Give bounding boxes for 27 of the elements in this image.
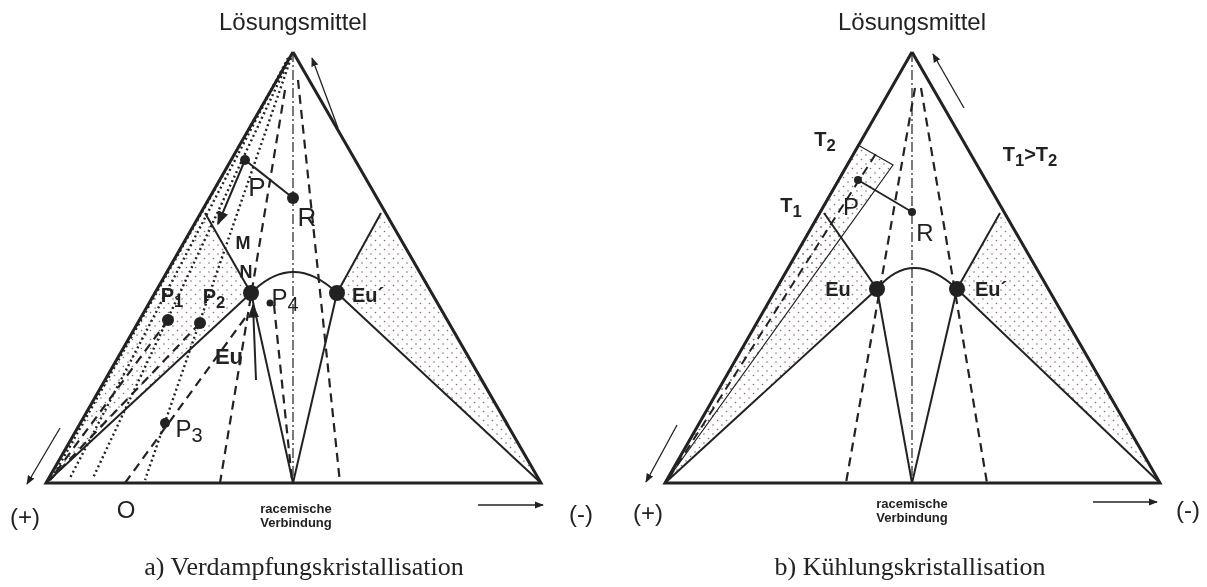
point-label: R xyxy=(297,204,317,232)
temperature-label: T$_{2}$ xyxy=(814,129,836,155)
point-label: R xyxy=(916,220,934,246)
point-label: P$_{1}$ xyxy=(160,285,184,311)
temperature-label: T$_{1}$ xyxy=(780,195,802,221)
point-label: P$_{2}$ xyxy=(202,286,226,312)
figure-caption: a) Verdampfungskristallisation xyxy=(144,553,464,581)
point-label: M xyxy=(235,233,251,253)
axis-label: racemische Verbindung xyxy=(259,502,333,530)
point-label: P$_{3}$ xyxy=(175,415,203,447)
axis-label: Lösungsmittel xyxy=(218,9,368,35)
point-label: Eu´ xyxy=(974,278,1008,300)
point-label: P$_{4}$ xyxy=(271,284,299,316)
point-label: O xyxy=(116,497,136,523)
point-label: P xyxy=(843,194,859,220)
axis-label: Lösungsmittel xyxy=(837,9,987,35)
axis-label: (-) xyxy=(1176,497,1200,523)
figure-caption: b) Kühlungskristallisation xyxy=(774,553,1046,581)
axis-label: racemische Verbindung xyxy=(875,497,949,525)
point-label: Eu xyxy=(825,278,851,300)
axis-label: (+) xyxy=(10,504,40,530)
point-label: N xyxy=(239,262,253,282)
axis-label: (-) xyxy=(569,501,593,527)
point-label: P xyxy=(248,174,266,202)
axis-label: (+) xyxy=(633,500,663,526)
temperature-label: T$_{1}$>T$_{2}$ xyxy=(1002,144,1058,170)
point-label: Eu´ xyxy=(351,284,385,306)
